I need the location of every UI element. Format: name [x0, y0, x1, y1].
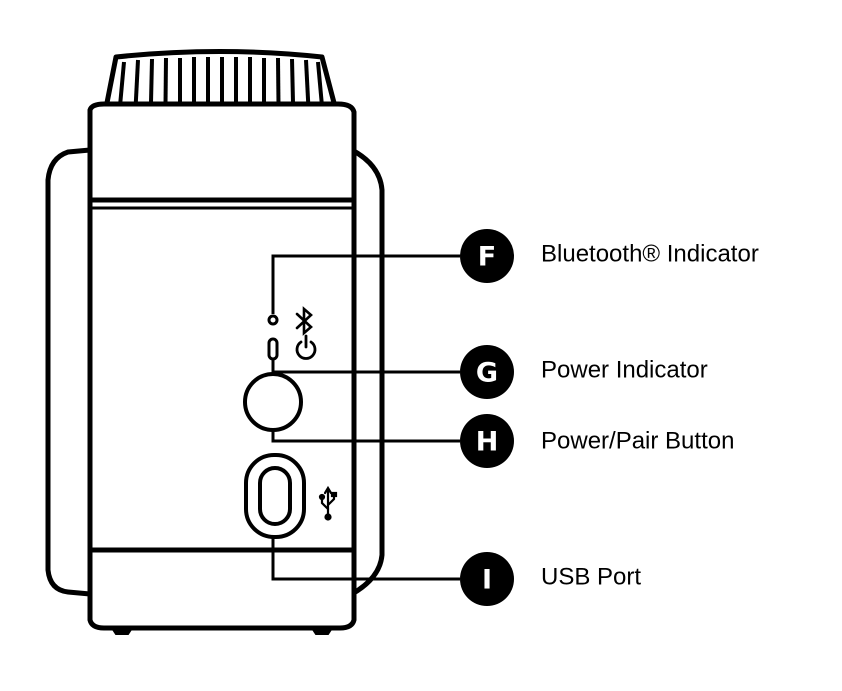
callout-i: I USB Port — [460, 552, 641, 606]
callout-f: F Bluetooth® Indicator — [460, 229, 759, 283]
callout-badge — [460, 552, 514, 606]
callout-label: Power Indicator — [541, 357, 708, 384]
callout-letter: H — [476, 427, 499, 458]
bluetooth-indicator-led — [267, 314, 279, 326]
leader-lines — [271, 254, 460, 581]
left-bumper — [45, 147, 91, 597]
power-icon — [295, 334, 317, 360]
leader-line-f — [271, 254, 460, 314]
foot-right — [311, 627, 333, 635]
callout-letter: G — [476, 358, 498, 389]
bluetooth-icon — [295, 306, 313, 336]
callout-label: USB Port — [541, 564, 641, 591]
leader-line-g — [271, 359, 460, 374]
callout-letter: I — [482, 565, 492, 596]
leader-line-h — [271, 430, 460, 443]
usb-icon — [318, 485, 338, 521]
power-indicator-led — [267, 337, 279, 361]
foot-left — [111, 627, 133, 635]
callout-label: Power/Pair Button — [541, 428, 734, 455]
callout-badge — [460, 345, 514, 399]
callout-g: G Power Indicator — [460, 345, 708, 399]
speaker-body — [87, 101, 357, 635]
callout-h: H Power/Pair Button — [460, 414, 734, 468]
usb-port[interactable] — [244, 453, 306, 539]
callout-badge — [460, 229, 514, 283]
callout-letter: F — [478, 242, 496, 273]
callout-badge — [460, 414, 514, 468]
power-pair-button[interactable] — [243, 372, 303, 432]
callout-label: Bluetooth® Indicator — [541, 241, 759, 268]
leader-line-i — [271, 537, 460, 581]
